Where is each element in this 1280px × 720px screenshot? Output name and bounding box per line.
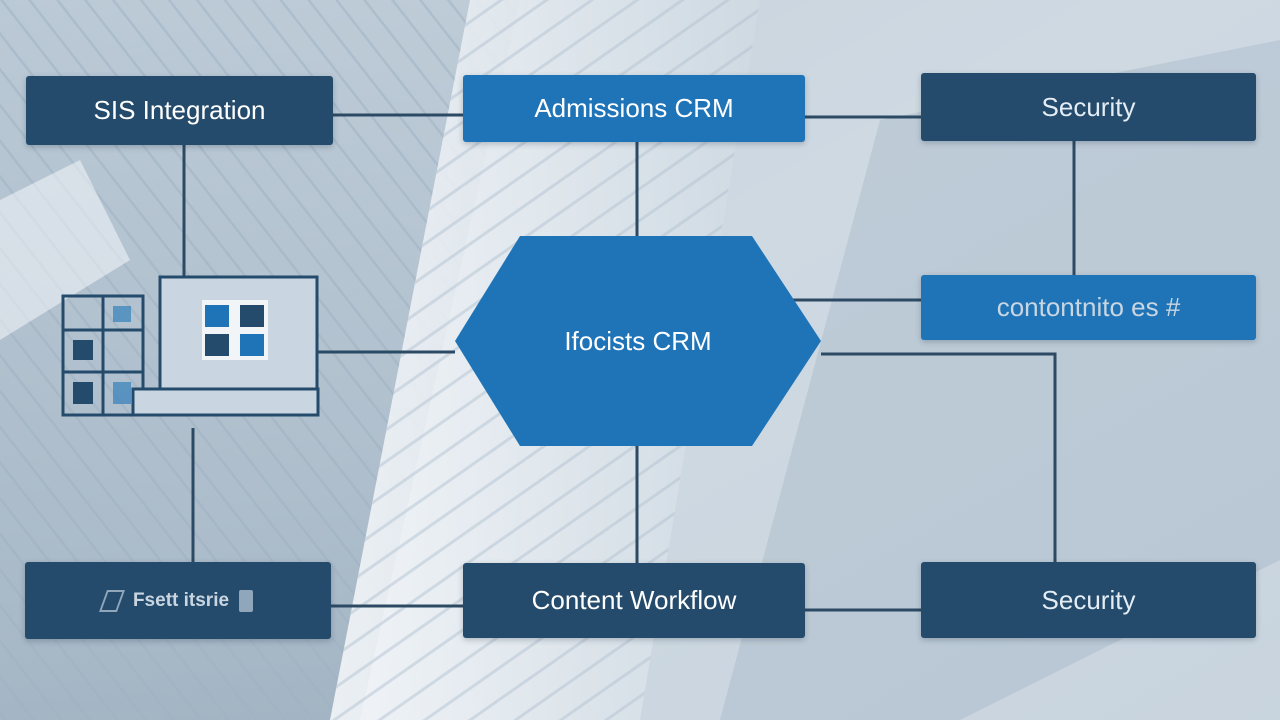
connector-hub-security-bottom [821, 352, 1057, 562]
sis-integration-label: SIS Integration [93, 95, 266, 125]
content-workflow-box[interactable]: Content Workflow [463, 563, 805, 638]
security-bottom-box[interactable]: Security [921, 562, 1256, 638]
security-top-box[interactable]: Security [921, 73, 1256, 141]
document-icon [98, 589, 125, 612]
security-top-label: Security [1041, 91, 1136, 122]
right-middle-box[interactable]: contontnito es # [921, 275, 1256, 340]
content-workflow-label: Content Workflow [531, 585, 737, 615]
sis-integration-box[interactable]: SIS Integration [26, 76, 333, 145]
hub-hexagon[interactable] [455, 236, 821, 446]
bottom-left-label: Fsett itsrie [132, 589, 230, 611]
bottom-left-box[interactable]: Fsett itsrie [25, 562, 331, 639]
right-middle-label: contontnito es # [996, 292, 1181, 322]
security-bottom-label: Security [1041, 584, 1136, 615]
dashboard-icon [61, 275, 320, 417]
tag-icon [239, 589, 254, 612]
admissions-crm-label: Admissions CRM [534, 93, 734, 123]
connectors [182, 113, 1076, 612]
admissions-crm-box[interactable]: Admissions CRM [463, 75, 805, 142]
